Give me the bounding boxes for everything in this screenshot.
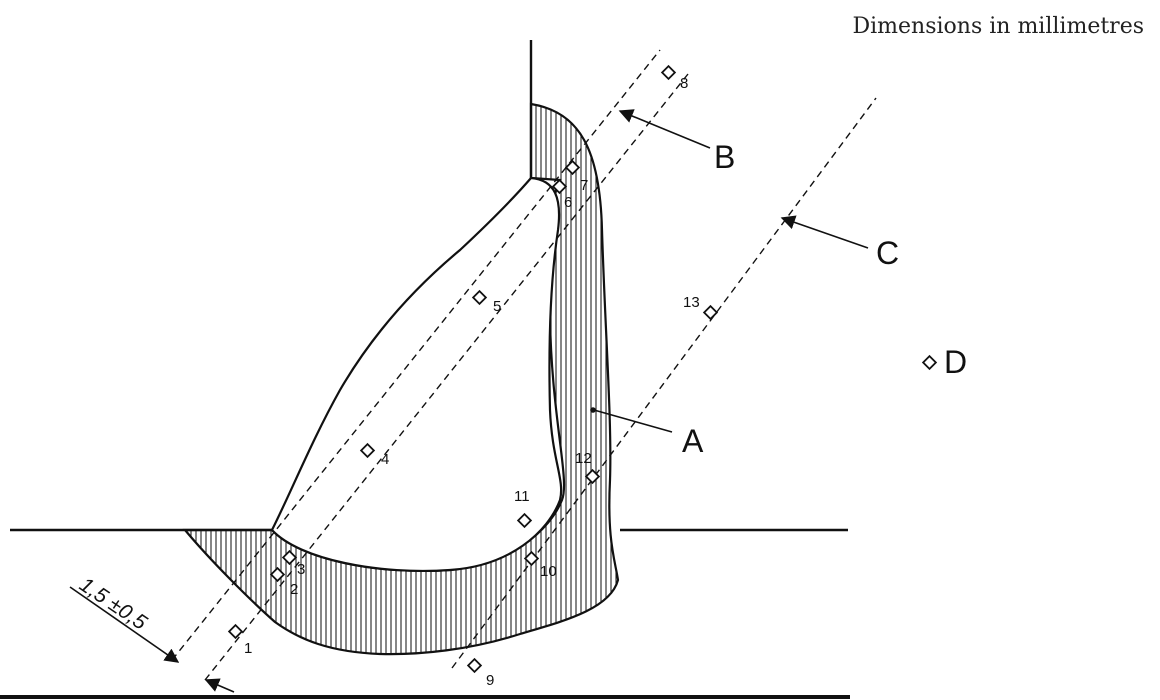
traverse-line-weld-offset [204,73,689,681]
point-labels: 1 2 3 4 5 6 7 8 9 10 11 12 13 [244,75,700,689]
point-2-marker [269,566,286,583]
point-12-label: 12 [575,450,592,467]
point-12-marker [584,468,601,485]
label-C: C [876,235,899,271]
point-D-marker [921,354,938,371]
leader-C [780,215,869,249]
point-1-label: 1 [244,640,252,657]
point-6-label: 6 [564,194,572,211]
point-11-marker [516,512,533,529]
point-6-marker [551,178,568,195]
weld-metal [270,176,563,573]
point-5-marker [471,289,488,306]
point-4-label: 4 [381,451,389,468]
point-5-label: 5 [493,298,501,315]
leader-A [593,409,673,433]
label-B: B [714,139,735,175]
measurement-points [227,64,938,674]
label-A: A [682,423,704,459]
traverse-lines [171,49,877,681]
point-10-label: 10 [540,563,557,580]
point-10-marker [523,550,540,567]
point-7-marker [564,159,581,176]
point-7-label: 7 [580,177,588,194]
point-8-marker [660,64,677,81]
leaders [593,109,869,433]
dimension-marker [69,586,235,693]
point-8-label: 8 [680,75,688,92]
point-13-marker [702,304,719,321]
heat-affected-zone [182,102,620,656]
point-9-label: 9 [486,672,494,689]
point-4-marker [359,442,376,459]
leader-A-dot [590,407,596,413]
dimension-label: 1,5 ±0,5 [75,573,151,635]
leader-B [618,109,711,149]
point-11-label: 11 [514,488,530,505]
point-2-label: 2 [290,581,298,598]
units-note: Dimensions in millimetres [852,14,1145,39]
point-3-marker [281,549,298,566]
point-1-marker [227,623,244,640]
point-3-label: 3 [297,561,305,578]
traverse-line-weld [171,49,661,661]
label-D: D [944,344,967,380]
point-9-marker [466,657,483,674]
traverse-line-haz [451,97,877,669]
point-13-label: 13 [683,294,700,311]
